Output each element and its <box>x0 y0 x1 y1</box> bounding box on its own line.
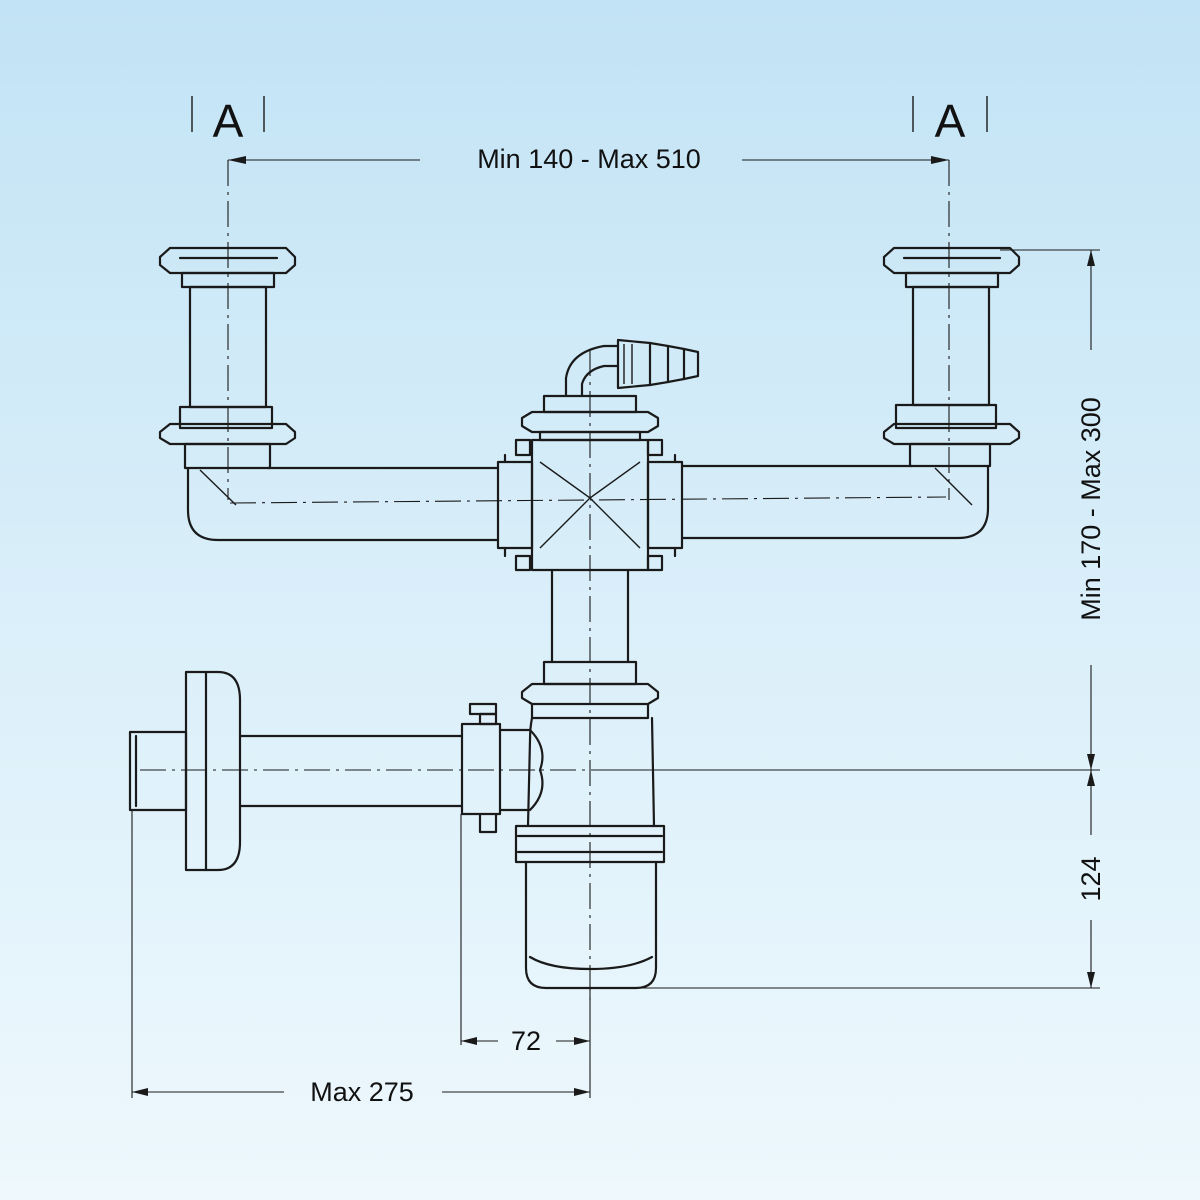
top-spacing-label: Min 140 - Max 510 <box>477 144 701 174</box>
height-range-label: Min 170 - Max 300 <box>1076 397 1106 621</box>
dimension-trap-height: 124 <box>600 769 1106 989</box>
section-marker-right: A <box>912 95 988 147</box>
right-basin-connector <box>680 246 1021 540</box>
left-basin-connector <box>158 246 500 542</box>
section-marker-left: A <box>191 95 265 147</box>
section-label-left: A <box>213 95 244 147</box>
dimension-height-range: Min 170 - Max 300 <box>1000 249 1106 770</box>
trap-height-label: 124 <box>1076 856 1106 901</box>
center-lines <box>140 160 950 1000</box>
dimension-outlet-offset: 72 <box>460 814 591 1098</box>
wall-outlet-pipe <box>128 670 544 872</box>
dimension-max-reach: Max 275 <box>131 810 590 1107</box>
max-reach-label: Max 275 <box>310 1077 414 1107</box>
section-label-right: A <box>935 95 966 147</box>
dimension-top-spacing: Min 140 - Max 510 <box>228 144 949 174</box>
outlet-offset-label: 72 <box>511 1026 541 1056</box>
